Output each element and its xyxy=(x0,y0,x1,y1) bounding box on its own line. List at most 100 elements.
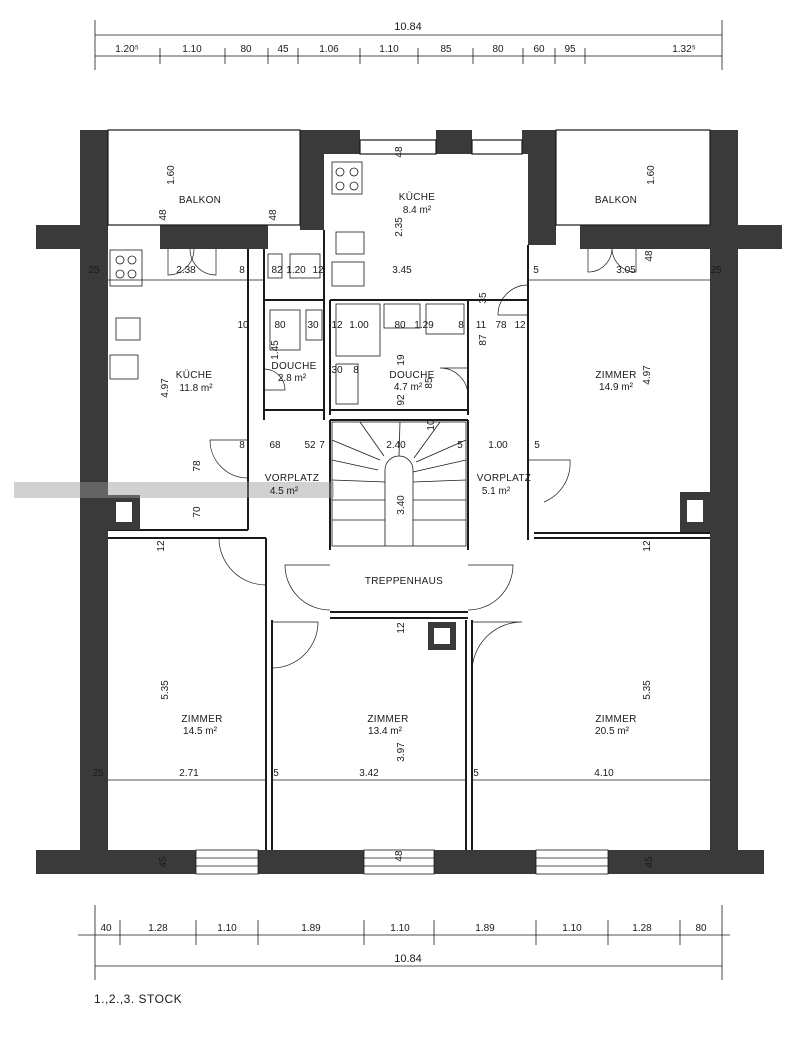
room-zimmer-left: ZIMMER xyxy=(181,714,222,725)
room-balkon-right: BALKON xyxy=(595,195,637,206)
dim-145: 1.45 xyxy=(270,340,281,360)
dim-30-b: 30 xyxy=(331,365,343,376)
dim-5-e: 5 xyxy=(473,768,479,779)
top-dim-3: 80 xyxy=(240,44,252,55)
dim-5-a: 5 xyxy=(533,265,539,276)
top-dim-4: 45 xyxy=(277,44,289,55)
dim-129: 1.29 xyxy=(414,320,434,331)
bottom-dim-1: 40 xyxy=(100,923,112,934)
thin-lines xyxy=(108,279,710,781)
top-dim-8: 80 xyxy=(492,44,504,55)
dim-535-right: 5.35 xyxy=(642,680,653,700)
dim-48-a: 48 xyxy=(394,146,405,158)
dim-balkon-left-depth: 1.60 xyxy=(166,165,177,185)
room-kueche-left: KÜCHE xyxy=(176,369,213,381)
dim-240: 2.40 xyxy=(386,440,406,451)
room-zimmer-center: ZIMMER xyxy=(367,714,408,725)
inner-dimension-labels: 1.60 1.60 2.35 48 48 48 48 2.38 8 82 1.2… xyxy=(88,146,722,868)
room-zimmer-left-area: 14.5 m² xyxy=(183,726,218,737)
exterior-walls xyxy=(36,130,782,874)
dim-5-b: 5 xyxy=(457,440,463,451)
room-douche-left: DOUCHE xyxy=(271,361,316,372)
top-dim-6: 1.10 xyxy=(379,44,399,55)
room-douche-left-area: 2.8 m² xyxy=(278,373,307,384)
dim-80-b: 80 xyxy=(394,320,406,331)
dim-100: 1.00 xyxy=(349,320,369,331)
dim-12-a: 12 xyxy=(312,265,324,276)
top-dim-7: 85 xyxy=(440,44,452,55)
dim-10-a: 10 xyxy=(237,320,249,331)
dim-7: 7 xyxy=(319,440,325,451)
dim-45-right: 45 xyxy=(644,856,655,868)
dim-10-b: 10 xyxy=(426,419,437,431)
bottom-dim-2: 1.28 xyxy=(148,923,168,934)
top-dim-5: 1.06 xyxy=(319,44,339,55)
bottom-dim-5: 1.10 xyxy=(390,923,410,934)
top-dim-10: 95 xyxy=(564,44,576,55)
door-swings xyxy=(167,248,637,673)
dim-11: 11 xyxy=(476,320,487,331)
room-douche-center-area: 4.7 m² xyxy=(394,382,423,393)
dim-397: 3.97 xyxy=(396,742,407,762)
room-balkon-left: BALKON xyxy=(179,195,221,206)
dim-345: 3.45 xyxy=(392,265,412,276)
interior-walls xyxy=(108,230,710,850)
dim-100-b: 1.00 xyxy=(488,440,508,451)
bottom-dim-9: 80 xyxy=(695,923,707,934)
dim-238: 2.38 xyxy=(176,265,196,276)
dim-5-c: 5 xyxy=(534,440,540,451)
room-douche-center: DOUCHE xyxy=(389,370,434,381)
bathroom-fixtures xyxy=(267,253,465,405)
room-vorplatz-left-area: 4.5 m² xyxy=(270,486,299,497)
room-zimmer-upper-right-area: 14.9 m² xyxy=(599,382,634,393)
dim-535-left: 5.35 xyxy=(160,680,171,700)
bottom-dim-7: 1.10 xyxy=(562,923,582,934)
balcony-walls xyxy=(107,129,711,226)
dim-68: 68 xyxy=(269,440,281,451)
dim-78-b: 78 xyxy=(192,460,203,472)
staircase xyxy=(331,421,467,547)
bottom-dimension-chain xyxy=(78,905,730,980)
dim-12-c: 12 xyxy=(514,320,526,331)
overall-width-bottom: 10.84 xyxy=(394,953,422,965)
windows xyxy=(195,849,609,875)
room-kueche-center: KÜCHE xyxy=(399,191,436,203)
dim-87: 87 xyxy=(478,334,489,346)
dim-48-c: 48 xyxy=(268,209,279,221)
room-zimmer-right-area: 20.5 m² xyxy=(595,726,630,737)
bottom-dim-3: 1.10 xyxy=(217,923,237,934)
room-zimmer-upper-right: ZIMMER xyxy=(595,370,636,381)
dim-342: 3.42 xyxy=(359,768,379,779)
dim-52: 52 xyxy=(304,440,316,451)
dim-271: 2.71 xyxy=(179,768,199,779)
dim-kueche-center-depth: 2.35 xyxy=(394,217,405,237)
dim-12-f: 12 xyxy=(396,622,407,634)
dim-5-d: 5 xyxy=(273,768,279,779)
shafts xyxy=(108,492,710,650)
dim-80-a: 80 xyxy=(274,320,286,331)
dim-340: 3.40 xyxy=(396,495,407,515)
dim-82: 82 xyxy=(271,265,283,276)
dim-8-c: 8 xyxy=(353,365,359,376)
dim-8-d: 8 xyxy=(239,440,245,451)
dim-8-b: 8 xyxy=(458,320,464,331)
dim-12-d: 12 xyxy=(156,540,167,552)
dim-45-left: 45 xyxy=(158,856,169,868)
dim-305: 3.05 xyxy=(616,265,636,276)
room-vorplatz-left: VORPLATZ xyxy=(265,473,319,484)
dim-balkon-right-depth: 1.60 xyxy=(646,165,657,185)
top-dim-9: 60 xyxy=(533,44,545,55)
dim-12-e: 12 xyxy=(642,540,653,552)
bottom-dim-6: 1.89 xyxy=(475,923,495,934)
bottom-dim-8: 1.28 xyxy=(632,923,652,934)
dim-48-b: 48 xyxy=(158,209,169,221)
dim-30-a: 30 xyxy=(307,320,319,331)
scan-smudge xyxy=(14,482,334,498)
dim-19: 19 xyxy=(396,354,407,366)
bottom-dim-4: 1.89 xyxy=(301,923,321,934)
dim-70: 70 xyxy=(192,506,203,518)
room-kueche-center-area: 8.4 m² xyxy=(403,205,432,216)
dim-85: 85 xyxy=(424,377,435,389)
room-treppenhaus: TREPPENHAUS xyxy=(365,576,443,587)
